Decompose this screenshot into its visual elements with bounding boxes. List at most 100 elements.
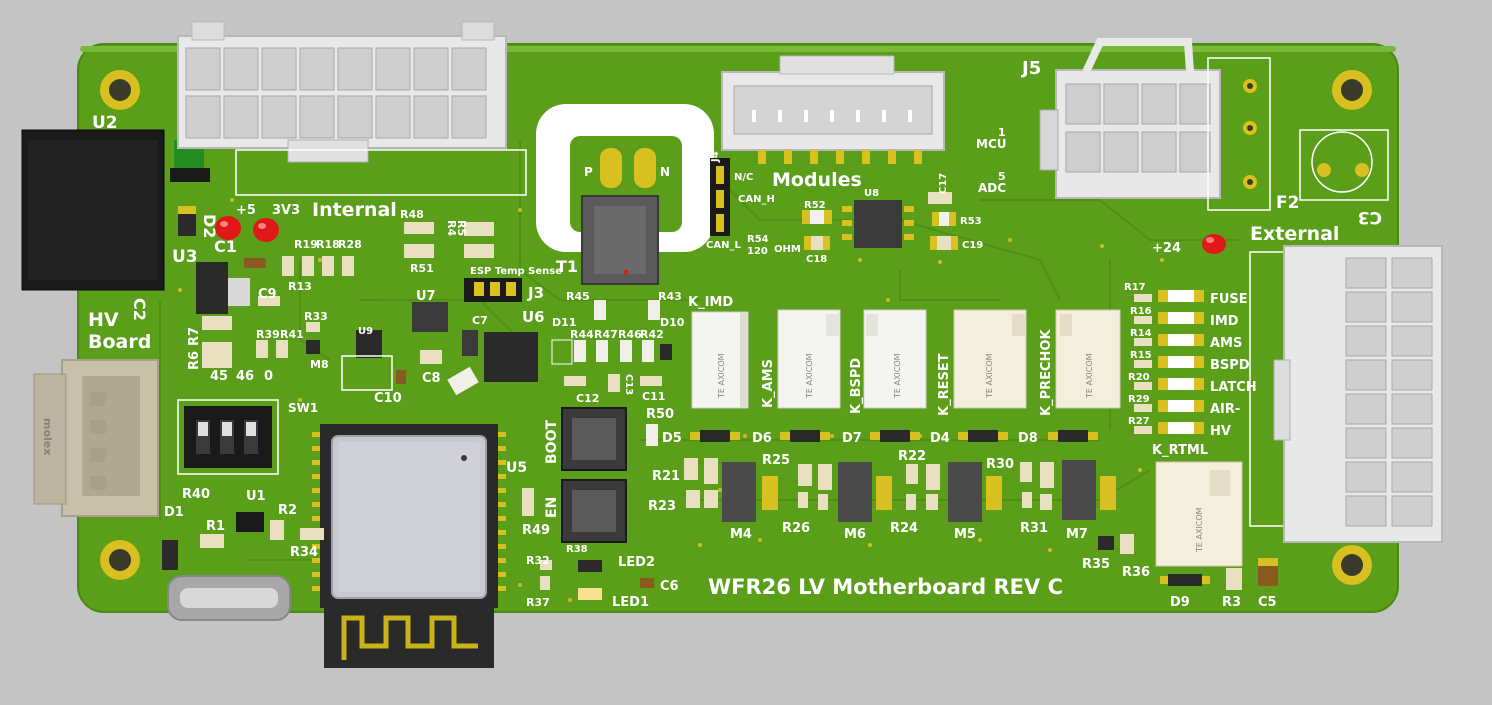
r3-label: R3: [1222, 595, 1241, 610]
molex-hv-connector: [33, 359, 159, 517]
en-button: [561, 479, 627, 543]
indicator-label-air: AIR-: [1210, 402, 1240, 417]
svg-text:TE AXICOM: TE AXICOM: [1195, 507, 1204, 553]
d6-label: D6: [752, 431, 772, 446]
u6-label: U6: [522, 308, 545, 326]
r49-part: [522, 488, 534, 516]
t1-transformer: [536, 104, 714, 285]
board-title: WFR26 LV Motherboard REV C: [708, 575, 1063, 599]
external-label: External: [1250, 223, 1339, 245]
c7-label: C7: [472, 314, 488, 327]
svg-text:TE AXICOM: TE AXICOM: [1085, 353, 1094, 399]
r24-label: R24: [890, 521, 918, 536]
c8-label: C8: [422, 371, 441, 386]
ohm-label: OHM: [774, 244, 801, 255]
d5-label: D5: [662, 431, 682, 446]
f2-fuse-holder: [1207, 57, 1271, 211]
ind-res-4: R20: [1128, 372, 1150, 383]
relay-label-k-rtml: K_RTML: [1152, 443, 1208, 458]
r47-label: R47: [594, 328, 618, 341]
v5-label: +5: [236, 203, 256, 218]
en-label: EN: [544, 497, 560, 518]
j5-label: J5: [1020, 58, 1041, 79]
bottom-left-parts: [162, 512, 324, 621]
r40-label: R40: [182, 487, 210, 502]
mosfet-m4: [722, 462, 778, 522]
d1-label: D1: [164, 505, 184, 520]
d11-label: D11: [552, 316, 576, 329]
r5-label: R5: [455, 220, 468, 236]
svg-text:TE AXICOM: TE AXICOM: [717, 353, 726, 399]
modules-connector: [721, 55, 945, 164]
center-left-parts: [341, 222, 538, 396]
r28-label: R28: [338, 238, 362, 251]
mcu-num-label: 1: [998, 126, 1006, 139]
mcu-label: MCU: [976, 137, 1007, 151]
mounting-hole-tr: [1332, 70, 1372, 110]
indicator-label-ams: AMS: [1210, 336, 1242, 351]
mounting-hole-br: [1332, 545, 1372, 585]
c2-label: C2: [130, 298, 149, 321]
ind-res-5: R29: [1128, 394, 1150, 405]
r1-label: R1: [206, 519, 225, 534]
can-l-label: CAN_L: [706, 240, 741, 251]
ind-res-3: R15: [1130, 350, 1152, 361]
internal-connector-outline: [235, 149, 527, 196]
status-resistors: [1134, 294, 1152, 434]
r46-label: R46: [618, 328, 642, 341]
relay-k-rtml: TE AXICOM: [1155, 461, 1243, 567]
indicator-label-latch: LATCH: [1210, 380, 1257, 395]
r34-label: R34: [290, 545, 318, 560]
n0-label: 0: [264, 369, 273, 384]
mosfet-m6: [838, 462, 892, 522]
j5-connector: [1039, 38, 1221, 199]
r36-label: R36: [1122, 565, 1150, 580]
svg-text:TE AXICOM: TE AXICOM: [985, 353, 994, 399]
internal-label: Internal: [312, 199, 397, 221]
r22-label: R22: [898, 449, 926, 464]
r7-label: R7: [187, 327, 202, 346]
right-bottom-parts: [1098, 534, 1278, 590]
u2-label: U2: [92, 113, 118, 133]
r4-label: R4: [445, 220, 458, 236]
u7-label: U7: [416, 289, 436, 304]
adc-num-label: 5: [998, 170, 1006, 183]
t1-n-label: N: [660, 165, 670, 179]
r53-label: R53: [960, 216, 982, 227]
relay-label-k-prechok: K_PRECHOK: [1039, 329, 1054, 416]
nc-label: N/C: [734, 172, 753, 183]
r43-label: R43: [658, 290, 682, 303]
adc-label: ADC: [978, 181, 1006, 195]
r18-label: R18: [316, 238, 340, 251]
r32-label: R32: [526, 554, 550, 567]
r41-label: R41: [280, 328, 304, 341]
n45-label: 45: [210, 369, 228, 384]
v24-label: +24: [1152, 241, 1181, 256]
c13-label: C13: [623, 374, 634, 395]
d7-label: D7: [842, 431, 862, 446]
u5-label: U5: [506, 460, 527, 476]
left-top-parts: [178, 206, 354, 368]
r45-label: R45: [566, 290, 590, 303]
internal-connector: [177, 21, 507, 163]
c3-label: C3: [1358, 207, 1382, 227]
c10-label: C10: [374, 391, 402, 406]
esp-temp-label: ESP Temp Sense: [470, 266, 562, 277]
r54-label: R54: [747, 234, 769, 245]
r23-label: R23: [648, 499, 676, 514]
indicator-label-hv: HV: [1210, 424, 1231, 439]
indicator-label-imd: IMD: [1210, 314, 1239, 329]
r38-label: R38: [566, 544, 588, 555]
j4-jumper: [710, 158, 730, 236]
molex-label: molex: [41, 418, 54, 455]
r26-label: R26: [782, 521, 810, 536]
indicator-label-bspd: BSPD: [1210, 358, 1250, 373]
led2-label: LED2: [618, 555, 655, 570]
relay-label-k-ams: K_AMS: [761, 359, 776, 408]
mosfet-area-passives: [684, 458, 1054, 510]
r42-label: R42: [640, 328, 664, 341]
u3-label: U3: [172, 247, 198, 267]
hv-board-label-2: Board: [88, 331, 151, 353]
svg-text:TE AXICOM: TE AXICOM: [893, 353, 902, 399]
